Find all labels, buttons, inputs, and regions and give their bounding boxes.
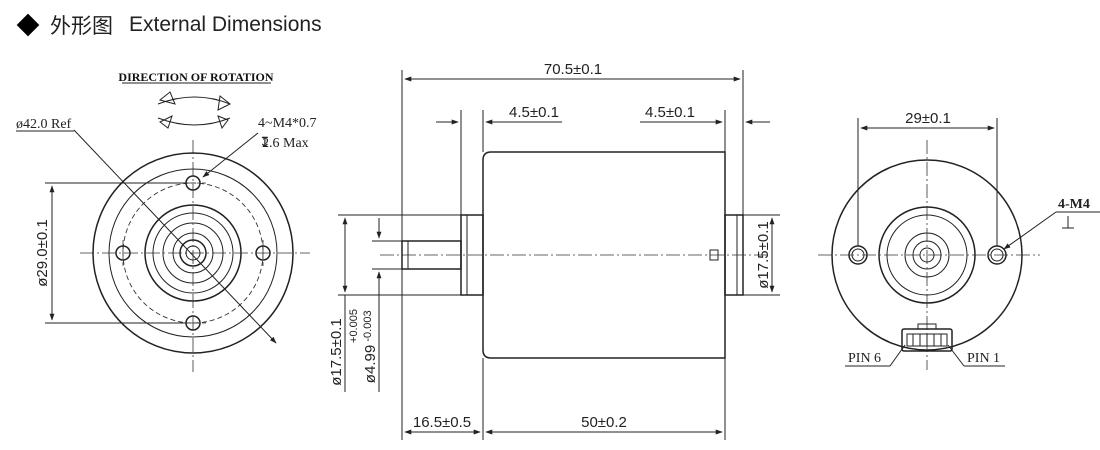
boss-diameter-right-label: ø17.5±0.1 (755, 221, 772, 288)
flange-left-label: 4.5±0.1 (509, 104, 559, 121)
body-length-label: 50±0.2 (581, 414, 627, 431)
rear-connector (901, 323, 953, 352)
pitch-diameter-label: ø29.0±0.1 (34, 219, 51, 286)
rotation-label: DIRECTION OF ROTATION (118, 70, 273, 84)
pin1-label: PIN 1 (967, 351, 1000, 366)
hole-spec-leader (202, 132, 259, 178)
shaft-diameter-label: ø4.99 (362, 345, 379, 383)
depth-symbol-icon (1062, 216, 1074, 229)
shaft-tolerance-lower: -0.003 (362, 310, 374, 341)
rear-hole-spec-label: 4-M4 (1058, 197, 1090, 212)
hole-spec-line1: 4~M4*0.7 (258, 116, 317, 131)
rear-view: 29±0.1 4-M4 PIN 6 PIN 1 (818, 110, 1100, 370)
pin6-leader (889, 344, 906, 367)
rear-hole-spec-leader (1003, 211, 1057, 250)
rotation-arrows-icon (157, 91, 231, 130)
flange-right-label: 4.5±0.1 (645, 104, 695, 121)
boss-diameter-left-label: ø17.5±0.1 (328, 318, 345, 385)
shaft-tolerance-upper: +0.005 (348, 309, 360, 343)
shaft-length-label: 16.5±0.5 (413, 414, 471, 431)
pin1-leader (947, 344, 965, 367)
depth-symbol-icon: ↧ (259, 136, 271, 151)
motor-body (482, 151, 726, 359)
total-length-label: 70.5±0.1 (544, 61, 602, 78)
section-title-english: External Dimensions (129, 13, 322, 36)
hole-spacing-label: 29±0.1 (905, 110, 951, 127)
outer-diameter-label: ø42.0 Ref (16, 117, 72, 132)
side-view: 70.5±0.1 4.5±0.1 4.5±0.1 16.5±0.5 50±0.2… (328, 61, 780, 440)
pin6-label: PIN 6 (848, 351, 881, 366)
outer-diameter-leader (73, 129, 277, 344)
hole-spec-line2: 2.6 Max (262, 136, 309, 151)
front-view: DIRECTION OF ROTATION (16, 70, 317, 372)
section-header: 外形图 External Dimensions (14, 8, 322, 42)
section-title-chinese: 外形图 (50, 14, 113, 38)
